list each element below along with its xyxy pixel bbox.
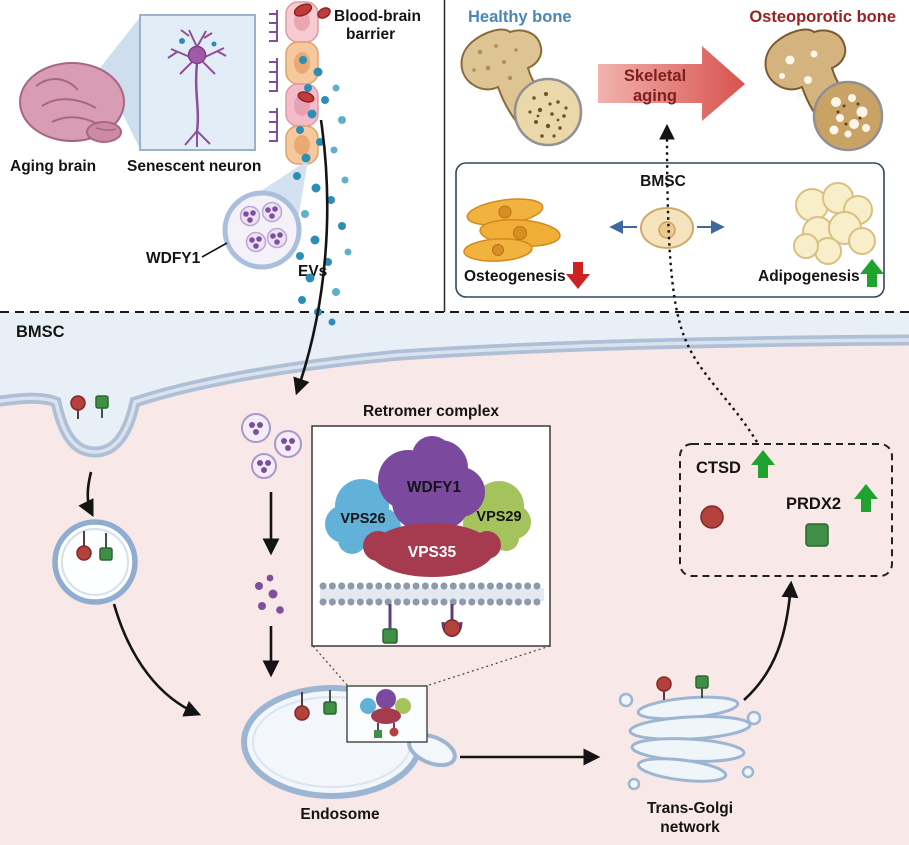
lipid-bilayer (319, 582, 547, 606)
ev-uptake-arrow (293, 119, 329, 396)
ev-cargo-clusters (239, 201, 288, 253)
skeletal-aging-line2: aging (633, 87, 677, 105)
cargo-red-circle (294, 705, 310, 721)
osteoporotic-bone-lens (812, 80, 884, 152)
bbb-label-line1: Blood-brain (334, 8, 421, 25)
vps35-blob (363, 523, 501, 577)
cerebellum (86, 121, 122, 143)
prdx2-green-square (805, 523, 829, 547)
wdfy1-complex-label: WDFY1 (407, 479, 462, 496)
vps26-label: VPS26 (340, 511, 385, 527)
senescent-neuron-label: Senescent neuron (127, 158, 261, 175)
osteoblast-cells (463, 198, 561, 262)
prdx2-up-arrow (854, 484, 878, 512)
released-wdfy1-particles (255, 574, 284, 614)
cargo-green-square (382, 628, 398, 644)
vps29-label: VPS29 (476, 509, 521, 525)
osteoporotic-bone-label: Osteoporotic bone (749, 8, 896, 26)
zoom-callout-line-right (425, 645, 551, 687)
zoom-callout-line-left (312, 645, 349, 687)
retromer-on-endosome (346, 685, 428, 743)
skeletal-aging-line1: Skeletal (624, 67, 686, 85)
healthy-bone-lens (513, 77, 583, 147)
outcome-box: CTSD PRDX2 (679, 443, 893, 577)
adipogenesis-label: Adipogenesis (758, 268, 860, 285)
healthy-bone-label: Healthy bone (468, 8, 572, 26)
aging-brain-illustration (19, 62, 125, 143)
internalized-evs (241, 413, 302, 479)
vps35-label: VPS35 (408, 544, 457, 561)
skeletal-aging-arrow: Skeletal aging (598, 46, 745, 121)
plasma-membrane-highlight (0, 338, 909, 454)
osteo-lens-holes (829, 94, 870, 138)
wdfy1-pointer-line (201, 242, 228, 258)
healthy-lens-speckles (528, 92, 568, 138)
brain-zoom-wedge (100, 17, 140, 149)
bmsc-fate-label: BMSC (640, 173, 686, 190)
bmsc-cell-label: BMSC (16, 323, 65, 341)
healthy-bone-illustration (460, 28, 583, 147)
tgn-to-outcome-arrow (743, 580, 799, 701)
neuron-illustration (167, 29, 227, 147)
tight-junction-comb (269, 58, 278, 92)
evs-label: EVs (298, 263, 327, 280)
adipogenesis-up-arrow (860, 259, 884, 287)
ctsd-up-arrow (751, 450, 775, 478)
wdfy1-ev-label: WDFY1 (146, 250, 201, 267)
neuron-vesicle-dot (179, 38, 185, 44)
bbb-label-line2: barrier (346, 26, 395, 43)
neuron-vesicle-dot (211, 41, 217, 47)
bmsc-fate-box: BMSC Osteogenesis Adipogenesis (455, 162, 885, 298)
tight-junction-comb (269, 10, 278, 42)
endosome-label: Endosome (300, 806, 380, 823)
cargo-red-circle (76, 545, 92, 561)
tgn-label-line2: network (660, 819, 720, 836)
tgn-label-line1: Trans-Golgi (647, 800, 733, 817)
senescent-neuron-box (139, 14, 256, 151)
neuron-soma (187, 45, 207, 65)
cargo-green-square (323, 701, 337, 715)
tight-junction-comb (269, 108, 278, 142)
pit-receptors (70, 395, 109, 419)
brain-gyri-lines (35, 78, 99, 125)
retromer-complex-box: Retromer complex VPS26 WDFY1 VPS29 VPS35 (311, 403, 551, 647)
cargo-green-square (695, 675, 709, 689)
retromer-receptor-stems (382, 604, 463, 644)
ev-dot-stream (293, 56, 352, 326)
osteogenesis-down-arrow (566, 262, 590, 289)
red-blood-cell (317, 7, 331, 19)
blood-brain-barrier (269, 1, 319, 165)
trans-golgi-network (618, 675, 762, 791)
cargo-green-square (95, 395, 109, 409)
ctsd-label: CTSD (696, 459, 741, 477)
osteogenesis-label: Osteogenesis (464, 268, 566, 285)
cargo-red-circle (70, 395, 86, 411)
red-blood-cell (293, 3, 313, 17)
osteo-lens-speckles (836, 102, 862, 126)
cargo-red-circle (656, 676, 672, 692)
osteoporotic-bone-illustration (764, 28, 884, 152)
ev-vesicle (222, 190, 302, 270)
cargo-red-circle (443, 619, 461, 637)
bmsc-cell-icon (640, 207, 694, 249)
ctsd-red-circle (700, 505, 724, 529)
endocytic-vesicle (52, 519, 138, 605)
prdx2-label: PRDX2 (786, 495, 841, 513)
retromer-title: Retromer complex (363, 403, 499, 420)
vesicle-to-endosome-arrow (112, 603, 202, 717)
aging-brain-label: Aging brain (10, 158, 96, 175)
cargo-green-square (99, 547, 113, 561)
red-blood-cell (297, 91, 315, 103)
wdfy1-blob (378, 436, 485, 530)
endocytosis-arrow (78, 471, 94, 518)
adipocyte-cells (793, 182, 876, 265)
